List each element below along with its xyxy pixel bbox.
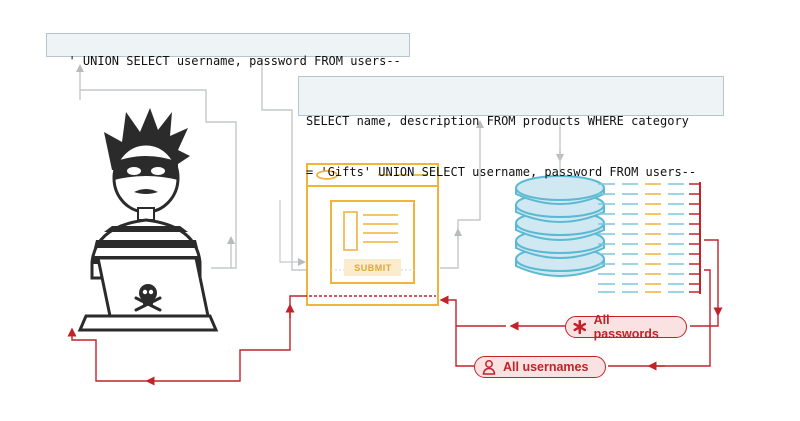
sql-query-line-1: SELECT name, description FROM products W… [306,114,689,128]
form-to-query-line [440,120,484,269]
form-to-attacker-return-line [145,295,307,386]
database-table-rows [598,182,701,294]
usernames-return-line [439,295,474,367]
form-input-arrow [279,200,306,266]
hacker-icon [77,108,219,332]
all-passwords-label: All passwords [593,313,659,341]
asterisk-icon [573,319,587,335]
submit-button[interactable] [344,259,401,276]
injection-payload-text: ' UNION SELECT username, password FROM u… [68,54,401,68]
response-flow-lines [67,239,723,386]
all-usernames-label: All usernames [503,360,589,374]
all-passwords-badge: All passwords [565,313,687,341]
sql-query-box: SELECT name, description FROM products W… [298,76,724,179]
browser-window-icon [306,163,439,306]
database-icon [515,175,605,277]
skull-icon [134,284,162,312]
injection-payload-box: ' UNION SELECT username, password FROM u… [46,33,410,68]
submit-button-label: SUBMIT [354,263,392,273]
sql-query-line-2: = 'Gifts' UNION SELECT username, passwor… [306,165,697,179]
user-icon [482,360,496,375]
passwords-return-line [704,239,723,317]
all-usernames-badge: All usernames [474,356,606,378]
